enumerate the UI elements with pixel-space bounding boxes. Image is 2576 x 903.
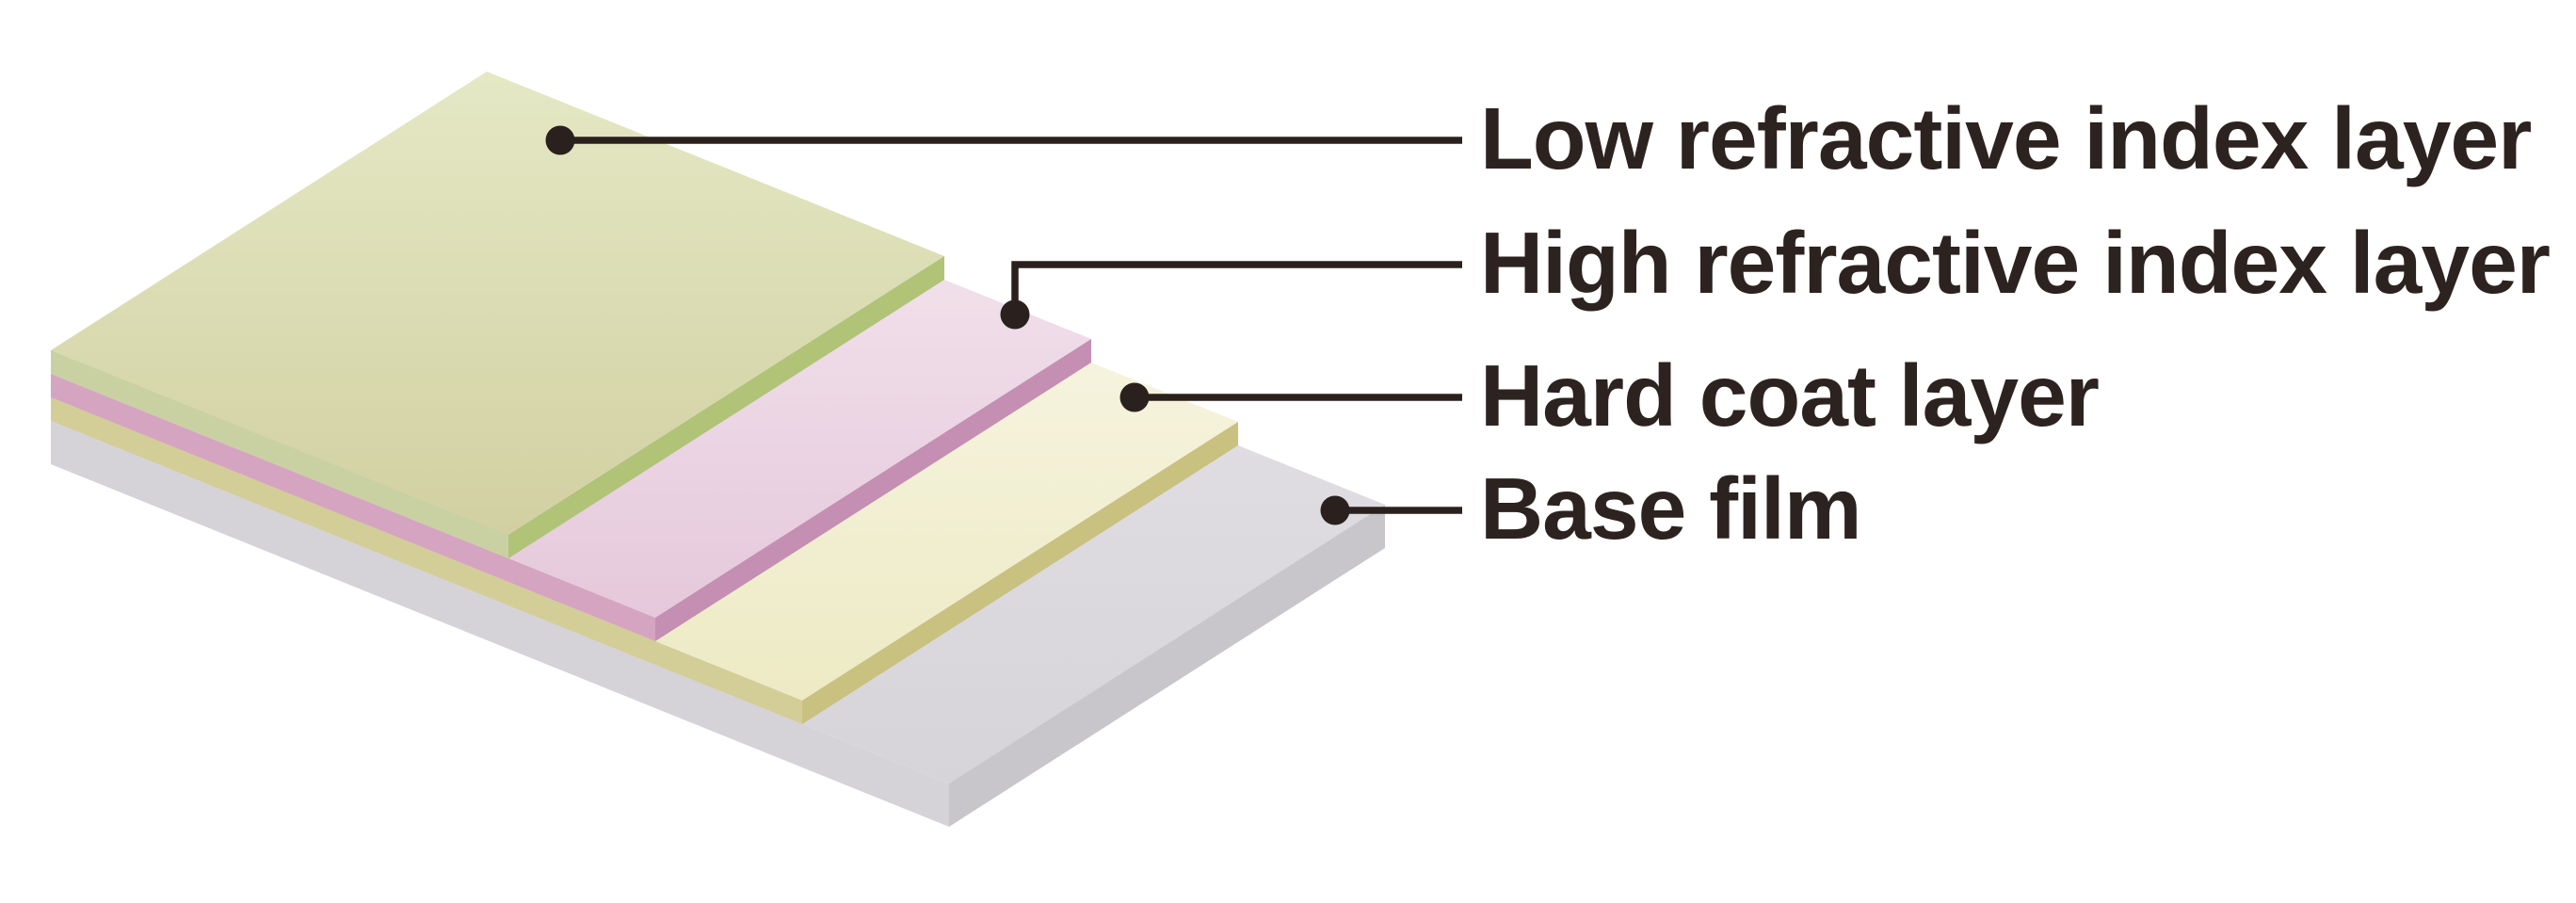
high-refractive-index-layer-callout-line: [1011, 261, 1462, 314]
label-high-refractive-index-layer: High refractive index layer: [1480, 214, 2550, 312]
callouts: [545, 125, 1462, 525]
hard-coat-layer-front-right-face: [802, 422, 1238, 724]
low-refractive-index-layer-callout-dot: [545, 125, 575, 155]
base-film-front-right-face: [949, 505, 1385, 827]
high-refractive-index-layer-front-right-face: [655, 339, 1091, 641]
low-refractive-index-layer-front-left-face: [51, 350, 508, 558]
low-refractive-index-layer-front-right-face: [508, 256, 944, 558]
base-film-front-left-face: [51, 421, 949, 827]
label-hard-coat-layer: Hard coat layer: [1480, 347, 2099, 444]
label-base-film: Base film: [1480, 460, 1861, 557]
layer-stack: [51, 72, 1385, 827]
hard-coat-layer-callout-dot: [1119, 382, 1150, 412]
hard-coat-layer-front-left-face: [51, 397, 802, 724]
low-refractive-index-layer-top-face: [51, 72, 944, 535]
high-refractive-index-layer-callout-dot: [1000, 299, 1030, 330]
label-low-refractive-index-layer: Low refractive index layer: [1480, 89, 2531, 187]
labels: Low refractive index layer High refracti…: [1480, 89, 2551, 557]
high-refractive-index-layer-front-left-face: [51, 374, 655, 641]
base-film-callout-dot: [1320, 495, 1350, 525]
